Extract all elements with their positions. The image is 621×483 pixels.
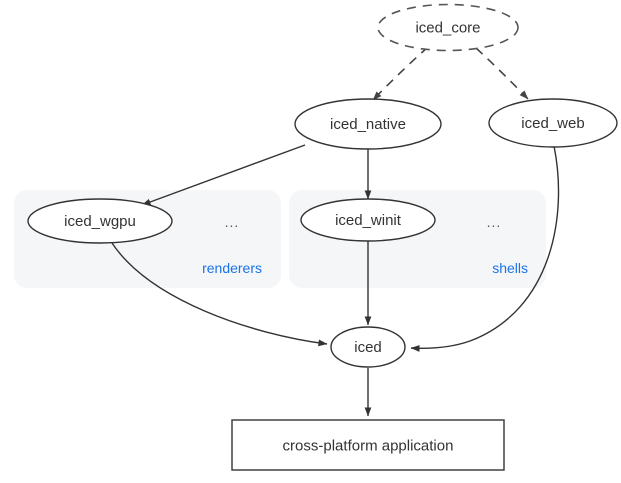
node-iced-core-shape[interactable] bbox=[377, 3, 519, 52]
node-iced-wgpu-shape[interactable] bbox=[27, 198, 173, 244]
cluster-shells-ellipsis: ... bbox=[487, 214, 502, 230]
node-iced-winit-label: iced_winit bbox=[335, 212, 402, 229]
node-iced-web[interactable]: iced_web bbox=[488, 98, 618, 148]
edge-iced-native-to-iced-wgpu bbox=[141, 144, 306, 206]
edge-iced-web-to-iced bbox=[410, 145, 560, 352]
cluster-renderers-ellipsis: ... bbox=[225, 214, 240, 230]
cluster-renderers-label: renderers bbox=[202, 260, 262, 276]
cluster-shells-label: shells bbox=[492, 260, 528, 276]
node-iced-native-shape[interactable] bbox=[294, 98, 442, 150]
node-iced-core[interactable]: iced_core bbox=[377, 3, 519, 52]
node-application[interactable]: cross-platform application bbox=[231, 419, 505, 471]
node-iced-core-label: iced_core bbox=[415, 20, 480, 37]
node-application-shape[interactable] bbox=[231, 419, 505, 471]
node-iced[interactable]: iced bbox=[330, 326, 406, 368]
node-iced-web-label: iced_web bbox=[521, 115, 584, 132]
node-iced-shape[interactable] bbox=[330, 326, 406, 368]
edge-iced-core-to-iced-native bbox=[372, 46, 429, 101]
node-iced-native-label: iced_native bbox=[330, 116, 406, 133]
edge-iced-wgpu-to-iced bbox=[111, 242, 328, 347]
node-iced-web-shape[interactable] bbox=[488, 98, 618, 148]
node-application-label: cross-platform application bbox=[283, 438, 454, 455]
node-iced-native[interactable]: iced_native bbox=[294, 98, 442, 150]
node-iced-label: iced bbox=[354, 339, 382, 356]
node-iced-winit-shape[interactable] bbox=[300, 198, 436, 242]
node-iced-wgpu-label: iced_wgpu bbox=[64, 213, 136, 230]
edge-iced-core-to-iced-web bbox=[475, 47, 529, 100]
node-iced-winit[interactable]: iced_winit bbox=[300, 198, 436, 242]
node-iced-wgpu[interactable]: iced_wgpu bbox=[27, 198, 173, 244]
